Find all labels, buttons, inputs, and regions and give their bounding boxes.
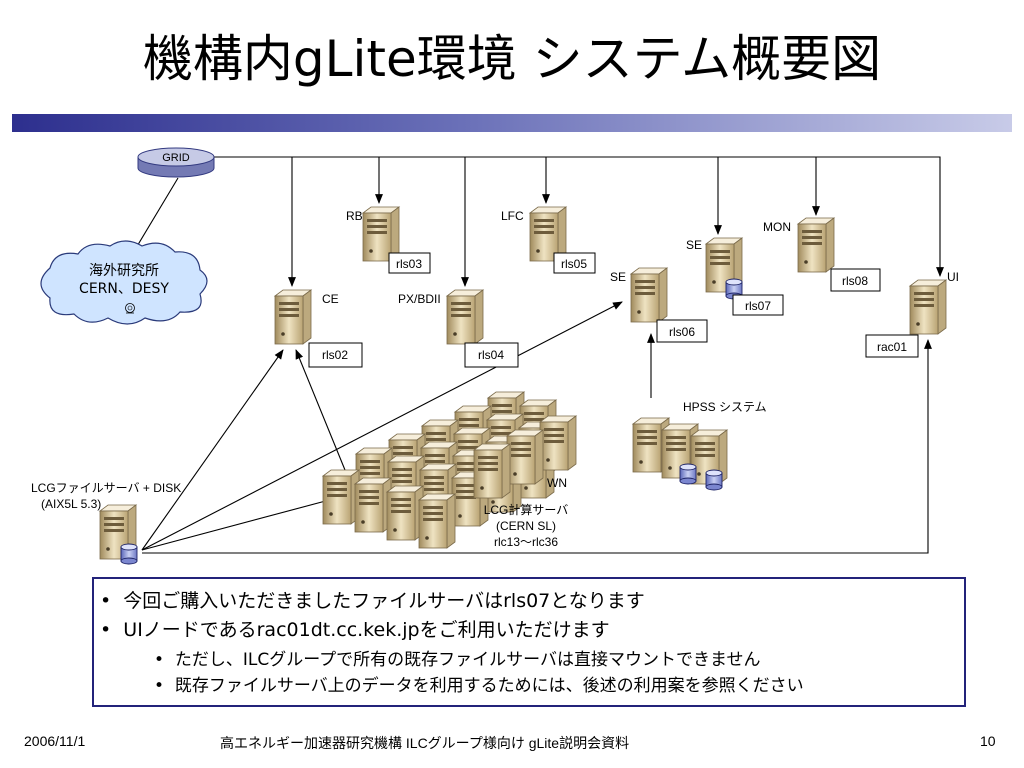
note-subitem: • 既存ファイルサーバ上のデータを利用するためには、後述の利用案を参照ください [154, 676, 804, 696]
node-label-se1: SE [686, 238, 702, 252]
wn-label: WN [547, 476, 567, 490]
hpss-disk-icon [705, 469, 723, 491]
lcg-compute-os: (CERN SL) [496, 519, 556, 533]
host-rls08: rls08 [842, 274, 868, 288]
note-text: ただし、ILCグループで所有の既存ファイルサーバは直接マウントできません [174, 650, 761, 670]
note-item: • UIノードであるrac01dt.cc.kek.jpをご利用いただけます [100, 619, 610, 641]
arrow-wn-ce [295, 349, 346, 471]
host-box-rls02 [308, 342, 363, 368]
arrow-fs-ui [142, 339, 932, 554]
grid-label: GRID [162, 152, 190, 164]
node-label-pxbdii: PX/BDII [398, 292, 441, 306]
node-label-ce: CE [322, 292, 339, 306]
node-label-ui: UI [947, 270, 959, 284]
host-rls07: rls07 [745, 299, 771, 313]
arrow-grid-ui [212, 156, 944, 277]
node-label-se2: SE [610, 270, 626, 284]
host-box-rls05 [553, 252, 596, 274]
hpss-cluster [632, 417, 728, 491]
notes-box: • 今回ご購入いただきましたファイルサーバはrls07となります • UIノード… [92, 577, 966, 707]
slide-title: 機構内gLite環境 システム概要図 [142, 30, 882, 88]
host-rls03: rls03 [396, 257, 422, 271]
note-text: 既存ファイルサーバ上のデータを利用するためには、後述の利用案を参照ください [174, 676, 804, 696]
host-box-rls03 [388, 252, 431, 274]
host-rls02: rls02 [322, 348, 348, 362]
node-label-rb: RB [346, 209, 363, 223]
footer-title: 高エネルギー加速器研究機構 ILCグループ様向け gLite説明会資料 [220, 735, 630, 751]
title-underline-bar [12, 114, 1012, 132]
note-subitem: • ただし、ILCグループで所有の既存ファイルサーバは直接マウントできません [154, 650, 761, 670]
grid-cylinder [137, 147, 215, 178]
lcg-file-server-os: (AIX5L 5.3) [41, 497, 101, 511]
note-text: 今回ご購入いただきましたファイルサーバはrls07となります [123, 590, 645, 612]
arrow-fs-wn [141, 497, 334, 551]
host-rls05: rls05 [561, 257, 587, 271]
hpss-label: HPSS システム [683, 400, 767, 414]
server-mon-icon [797, 217, 835, 273]
arrow-fs-se2 [141, 301, 623, 551]
server-ui-icon [909, 279, 947, 335]
host-rls04: rls04 [478, 348, 504, 362]
server-se2-icon [630, 267, 668, 323]
cloud-line-2: CERN、DESY [79, 281, 169, 297]
cloud-smiley-icon [125, 303, 135, 314]
cloud-line-1: 海外研究所 [89, 263, 159, 279]
lcg-compute-label: LCG計算サーバ [484, 502, 569, 517]
host-box-rls06 [656, 319, 708, 343]
note-item: • 今回ご購入いただきましたファイルサーバはrls07となります [100, 590, 645, 612]
server-pxbdii-icon [446, 289, 484, 345]
node-label-mon: MON [763, 220, 791, 234]
connection-lines [129, 156, 944, 554]
host-box-rls04 [464, 342, 519, 368]
footer-date: 2006/11/1 [24, 733, 86, 749]
page-number: 10 [980, 733, 996, 749]
host-rls06: rls06 [669, 325, 695, 339]
arrow-fs-ce [141, 349, 284, 551]
lcg-file-server-label: LCGファイルサーバ + DISK [31, 481, 181, 495]
note-text: UIノードであるrac01dt.cc.kek.jpをご利用いただけます [123, 619, 610, 641]
lcg-compute-hosts: rlc13〜rlc36 [494, 535, 558, 549]
host-rac01: rac01 [877, 340, 907, 354]
hpss-disk-icon [679, 463, 697, 485]
node-label-lfc: LFC [501, 209, 524, 223]
disk-lcg-file-icon [120, 543, 138, 565]
cloud-overseas [40, 240, 208, 325]
host-box-rls08 [830, 268, 881, 292]
host-box-rac01 [865, 334, 919, 358]
host-box-rls07 [732, 294, 784, 316]
server-ce-icon [274, 289, 312, 345]
